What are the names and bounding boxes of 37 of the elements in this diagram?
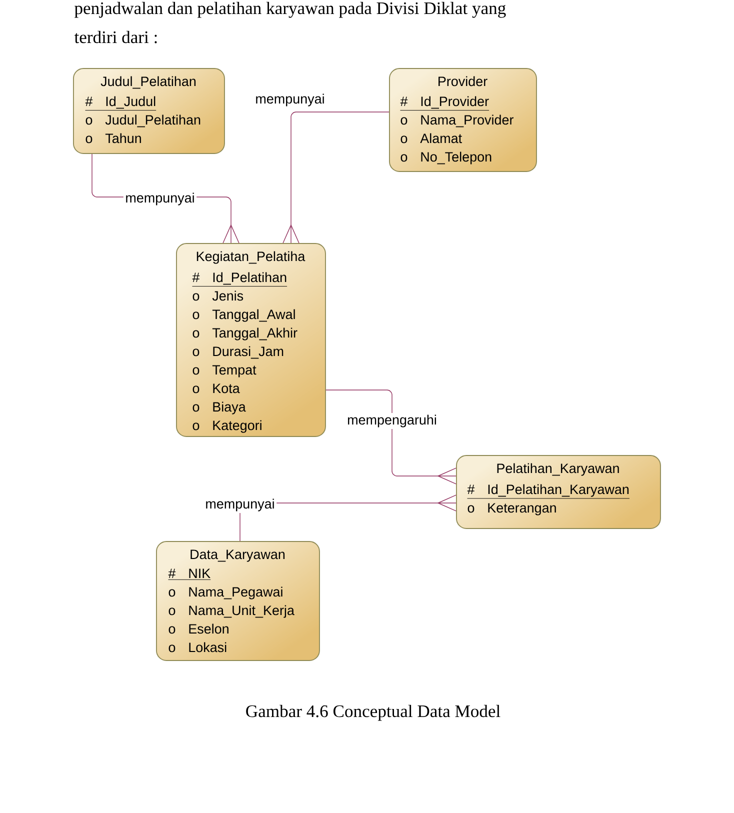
attribute-text: o Lokasi — [168, 642, 226, 652]
attribute-text: o Tahun — [86, 133, 141, 144]
attribute-text: o No_Telepon — [400, 152, 492, 164]
attribute-text: o Nama_Unit_Kerja — [168, 605, 294, 618]
attribute-text: o Tanggal_Akhir — [192, 328, 298, 340]
edge-label: mempunyai — [203, 496, 277, 514]
attribute-text: o Judul_Pelatihan — [86, 114, 200, 128]
attribute-text: o Alamat — [400, 133, 462, 144]
body-text: terdiri dari : — [74, 30, 157, 44]
attribute-text: o Kategori — [192, 420, 262, 433]
entity-title: Judul_Pelatihan — [100, 76, 196, 89]
attribute-text: o Biaya — [192, 402, 246, 414]
relationship-line — [282, 112, 390, 244]
edge-label: mempunyai — [253, 92, 327, 108]
entity-title: Pelatihan_Karyawan — [497, 463, 619, 476]
relationship-line — [326, 390, 456, 484]
attribute-text: o Tempat — [192, 365, 256, 378]
key-attribute: # Id_Judul — [85, 96, 156, 111]
entity-title: Kegiatan_Pelatiha — [196, 251, 306, 264]
key-attribute: # Id_Pelatihan_Karyawan — [467, 484, 630, 499]
key-attribute: # NIK — [168, 568, 211, 580]
edge-label: mempunyai — [123, 190, 197, 208]
entity-title: Data_Karyawan — [190, 550, 285, 562]
attribute-text: o Kota — [192, 384, 240, 394]
attribute-text: o Eselon — [168, 624, 228, 634]
entity-title: Provider — [438, 76, 488, 86]
attribute-text: o Jenis — [192, 290, 244, 301]
attribute-text: o Nama_Pegawai — [168, 586, 282, 600]
caption: Gambar 4.6 Conceptual Data Model — [246, 704, 500, 721]
attribute-text: o Keterangan — [468, 503, 556, 516]
edge-label: mempengaruhi — [345, 412, 439, 430]
attribute-text: o Durasi_Jam — [192, 346, 284, 359]
attribute-text: o Nama_Provider — [400, 114, 514, 128]
key-attribute: # Id_Provider — [400, 96, 490, 111]
key-attribute: # Id_Pelatihan — [192, 272, 288, 287]
attribute-text: o Tanggal_Awal — [192, 309, 295, 322]
body-text: penjadwalan dan pelatihan karyawan pada Divisi Diklat yang — [74, 2, 506, 18]
